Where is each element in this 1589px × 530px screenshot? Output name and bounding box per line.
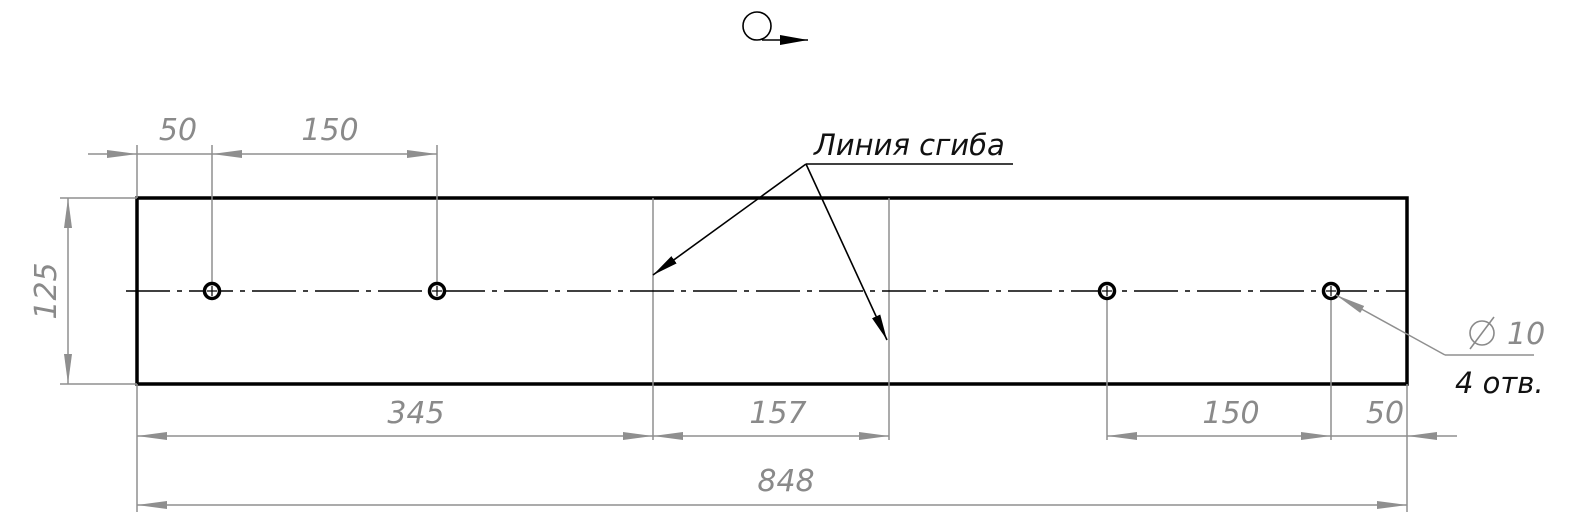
dim-bend-gap-value: 157 <box>749 396 806 431</box>
dim-right-margin: 50 <box>1331 396 1457 440</box>
diameter-icon <box>1469 316 1495 350</box>
dim-right-spacing-value: 150 <box>1202 396 1259 431</box>
dim-total-length-value: 848 <box>757 464 814 499</box>
dim-height: 125 <box>29 198 72 384</box>
dim-height-value: 125 <box>29 262 64 319</box>
hole-callout: 10 4 отв. <box>1335 294 1545 400</box>
dim-left-spacing: 150 <box>212 113 437 158</box>
hole-count-label: 4 отв. <box>1455 366 1544 400</box>
bend-note-label: Линия сгиба <box>813 128 1005 162</box>
dim-left-margin-value: 50 <box>159 113 197 148</box>
dim-to-bend-value: 345 <box>387 396 444 431</box>
dim-to-bend: 345 <box>137 396 653 440</box>
dim-right-spacing: 150 <box>1107 396 1331 440</box>
hole-4 <box>1321 281 1341 301</box>
dim-left-spacing-value: 150 <box>301 113 358 148</box>
dim-bend-gap: 157 <box>653 396 889 440</box>
hole-diameter-value: 10 <box>1507 317 1545 352</box>
hole-2 <box>427 281 447 301</box>
dim-left-margin: 50 <box>88 113 212 158</box>
hole-1 <box>202 281 222 301</box>
hole-3 <box>1097 281 1117 301</box>
extension-lines <box>60 145 1408 512</box>
dim-total-length: 848 <box>137 464 1407 509</box>
unfold-symbol-icon <box>742 11 808 45</box>
bend-note: Линия сгиба <box>652 128 1013 341</box>
dim-right-margin-value: 50 <box>1366 396 1404 431</box>
